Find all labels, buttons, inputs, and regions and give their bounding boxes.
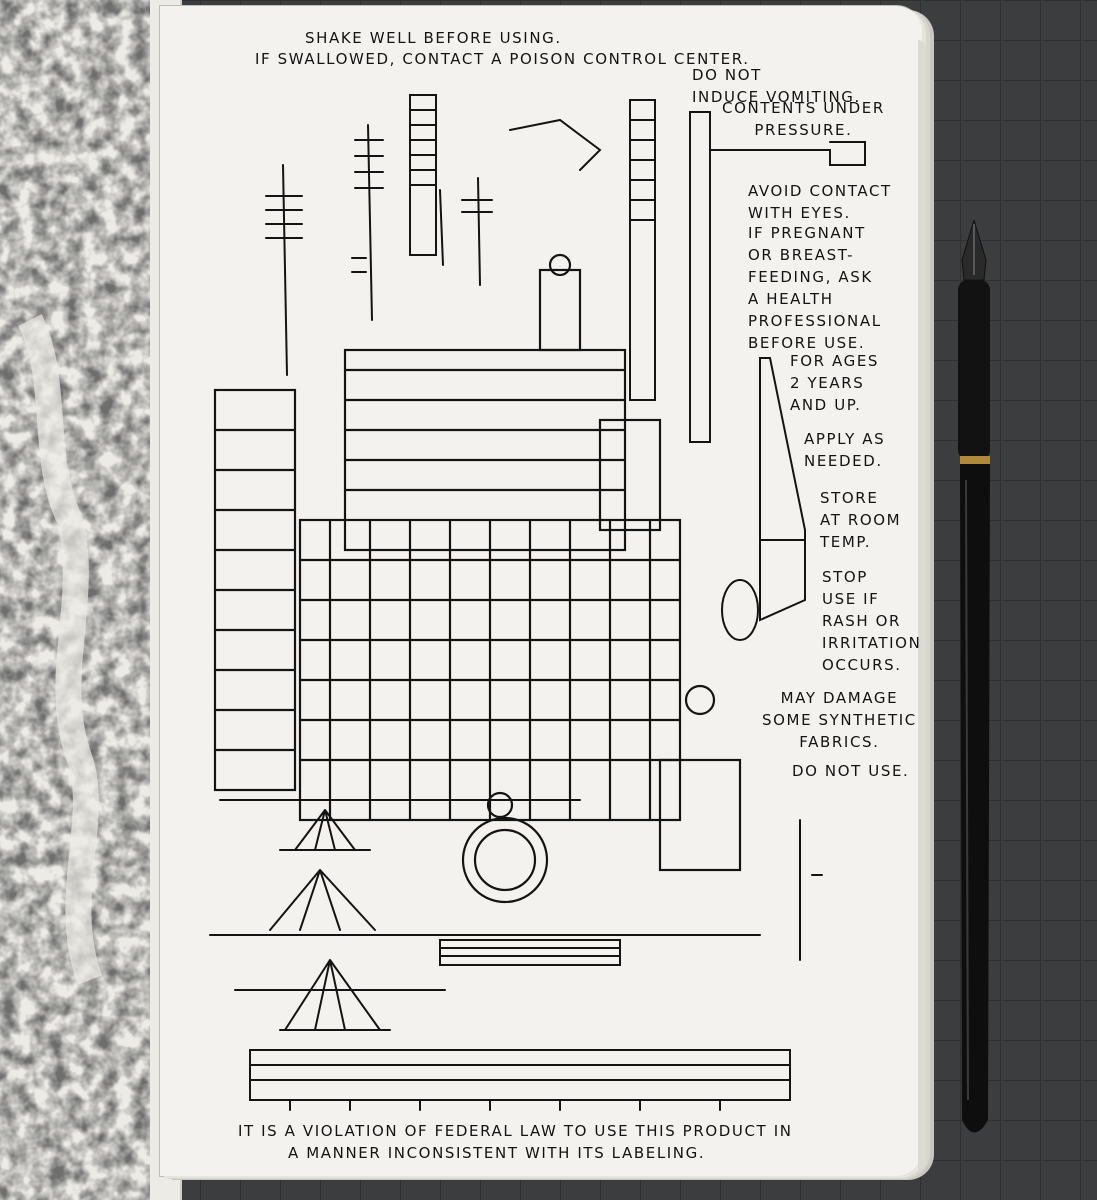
note-pregnant: If pregnant or breast- feeding, ask a he…: [748, 224, 882, 352]
rigging-platforms: [209, 799, 823, 1111]
note-contents-under-pressure: Contents under pressure.: [722, 99, 885, 139]
note-apply-as-needed: Apply as needed.: [804, 430, 886, 470]
tower-columns: [409, 94, 866, 443]
antenna-left: [265, 164, 303, 376]
note-store-room-temp: Store at room temp.: [820, 489, 902, 551]
pen-cap: [960, 464, 990, 1133]
note-may-damage-fabrics: May damage some synthetic fabrics.: [762, 689, 917, 751]
note-stop-use: Stop use if rash or irritation occurs.: [822, 568, 922, 674]
note-federal-law-line2: a manner inconsistent with its labeling.: [288, 1144, 706, 1162]
antenna-center: [439, 177, 493, 286]
note-avoid-contact-eyes: Avoid contact with eyes.: [748, 182, 892, 222]
note-do-not-induce-vomiting: Do not induce vomiting.: [692, 66, 861, 106]
pen-grip: [958, 280, 990, 460]
page-edge: [918, 40, 926, 1170]
antenna-mid-left: [351, 124, 384, 321]
note-shake-well: Shake well before using.: [305, 29, 562, 47]
note-do-not-use: Do not use.: [792, 762, 910, 780]
fountain-pen: [958, 220, 990, 1133]
sail-panel: [721, 357, 806, 641]
note-poison-control: If swallowed, contact a poison control c…: [255, 50, 750, 68]
pen-ring: [960, 456, 990, 464]
note-for-ages: For Ages 2 years and up.: [790, 352, 880, 414]
machine-body: [213, 253, 742, 904]
left-page-ink-texture: [0, 0, 150, 1200]
note-federal-law-line1: It is a violation of federal law to use …: [238, 1122, 793, 1140]
left-notebook-page: [0, 0, 182, 1200]
